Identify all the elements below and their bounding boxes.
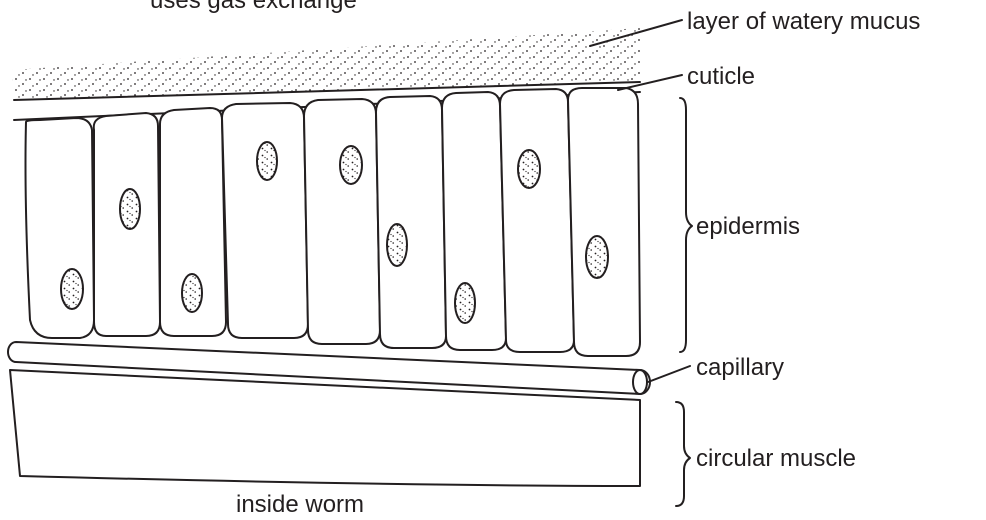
label-cuticle: cuticle [687, 63, 755, 90]
label-capillary: capillary [696, 354, 784, 381]
label-inside-worm: inside worm [236, 491, 364, 518]
nucleus [387, 224, 407, 266]
epidermis-cell [376, 96, 446, 348]
label-epidermis: epidermis [696, 213, 800, 240]
circular-muscle [10, 370, 640, 486]
epidermis-cell [500, 89, 574, 352]
label-circular-muscle: circular muscle [696, 445, 856, 472]
nucleus [120, 189, 140, 229]
nucleus [518, 150, 540, 188]
nucleus [340, 146, 362, 184]
capillary-leader [648, 366, 690, 382]
epidermis-cell [304, 99, 380, 344]
nucleus [586, 236, 608, 278]
nucleus [182, 274, 202, 312]
nucleus [257, 142, 277, 180]
epidermis-cell [222, 103, 308, 338]
nucleus [455, 283, 475, 323]
nucleus [61, 269, 83, 309]
epidermis-cells [26, 88, 641, 356]
epidermis-cell [26, 118, 95, 338]
top-caption: uses gas exchange [150, 0, 357, 14]
capillary-end [633, 370, 647, 394]
label-mucus: layer of watery mucus [687, 8, 920, 35]
epidermis-cell [568, 88, 640, 356]
epidermis-bracket [680, 98, 692, 352]
muscle-bracket [676, 402, 690, 506]
